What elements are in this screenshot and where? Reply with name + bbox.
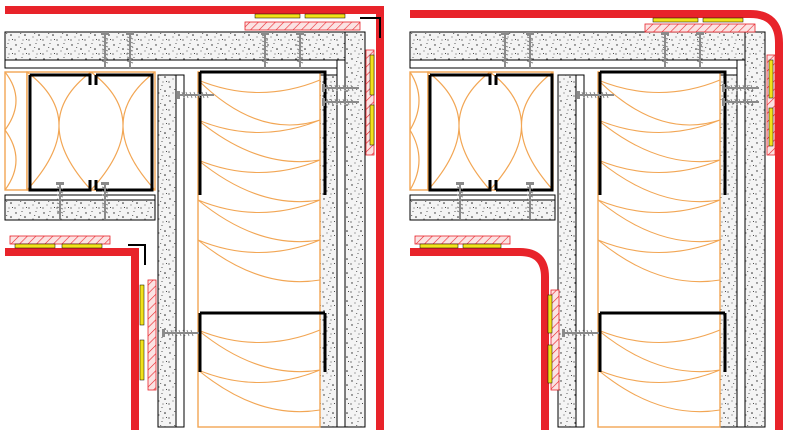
left-stud-b — [94, 73, 154, 192]
right-mid-liner — [409, 194, 556, 201]
right-inner-column-slab — [557, 74, 577, 428]
left-fire-board-top — [5, 6, 384, 430]
right-right-liner — [736, 59, 746, 428]
left-joint-inner-vertical — [147, 279, 157, 391]
left-mid-liner — [4, 194, 156, 201]
left-inner-column-liner — [175, 74, 185, 428]
right-fire-board-top — [410, 10, 783, 430]
left-right-slab — [344, 31, 366, 428]
left-joint-mid — [9, 235, 111, 245]
right-top-liner — [409, 59, 766, 69]
left-column-insulation — [197, 71, 321, 428]
left-top-slab — [4, 31, 366, 61]
right-right-slab — [744, 31, 766, 428]
left-mid-slab — [4, 199, 156, 221]
right-column-insulation — [597, 71, 721, 428]
left-insulation-block-b — [26, 71, 156, 191]
left-fire-board-inner — [5, 248, 139, 430]
right-top-slab — [409, 31, 766, 61]
right-insulation-block-a — [409, 71, 429, 191]
right-joint-top — [644, 23, 756, 33]
right-joint-mid — [414, 235, 511, 245]
right-fire-board-inner — [410, 248, 549, 430]
left-column-right-slab — [319, 74, 338, 428]
right-joint-right — [766, 54, 776, 156]
right-column-stud-top — [598, 70, 727, 195]
left-panel — [4, 6, 384, 430]
right-inner-column-liner — [575, 74, 585, 428]
left-inner-column-slab — [157, 74, 177, 428]
left-joint-right — [365, 49, 375, 156]
right-panel — [409, 10, 783, 430]
left-joint-top — [244, 21, 361, 31]
right-column-right-slab — [719, 74, 738, 428]
left-top-liner — [4, 59, 366, 69]
left-insulation-block-a — [4, 71, 28, 191]
right-stud-b — [494, 73, 554, 192]
left-column-stud-bottom — [198, 311, 327, 372]
left-column-stud-top — [198, 70, 327, 195]
left-right-liner — [336, 59, 346, 428]
right-joint-inner-vertical — [550, 289, 560, 391]
right-column-stud-bottom — [598, 311, 727, 372]
right-mid-slab — [409, 199, 556, 221]
